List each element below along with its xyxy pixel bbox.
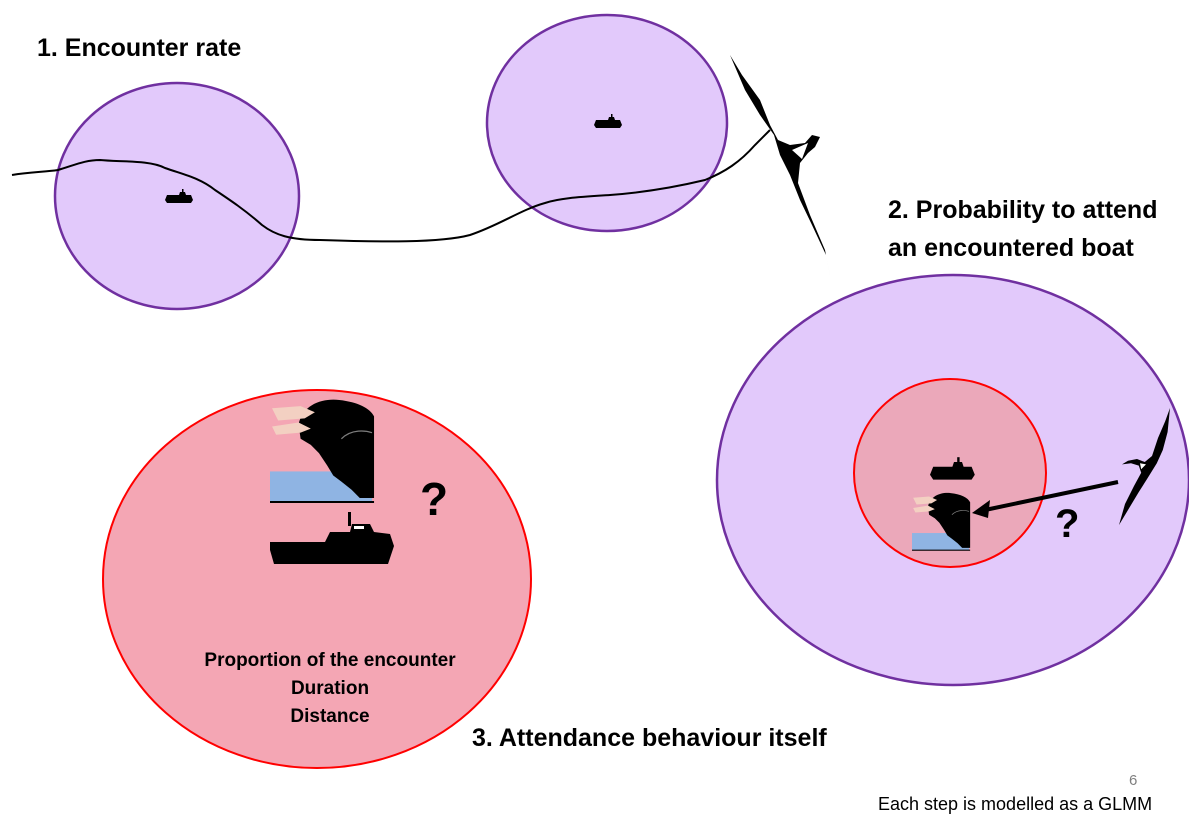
step-attend-label-line2: an encountered boat	[888, 234, 1134, 262]
question-mark: ?	[420, 473, 449, 525]
arrow-icon	[972, 500, 990, 518]
page-number: 6	[1129, 772, 1138, 789]
arrow-icon	[984, 480, 1119, 512]
question-mark: ?	[1055, 502, 1080, 546]
albatross-icon	[1119, 408, 1170, 525]
attendance-behaviour-zone	[102, 389, 532, 769]
boat-icon	[270, 512, 394, 564]
albatross-track-icon	[11, 129, 771, 243]
behaviour-metric: Proportion of the encounter	[204, 650, 456, 671]
behaviour-metric: Distance	[290, 706, 370, 727]
footnote: Each step is modelled as a GLMM	[878, 794, 1153, 814]
step-attend-label: 2. Probability to attend	[888, 196, 1158, 224]
step-encounter-label: 1. Encounter rate	[37, 34, 242, 62]
behaviour-metric: Duration	[290, 678, 370, 699]
step-behaviour-label: 3. Attendance behaviour itself	[472, 724, 827, 752]
albatross-icon	[730, 55, 830, 275]
